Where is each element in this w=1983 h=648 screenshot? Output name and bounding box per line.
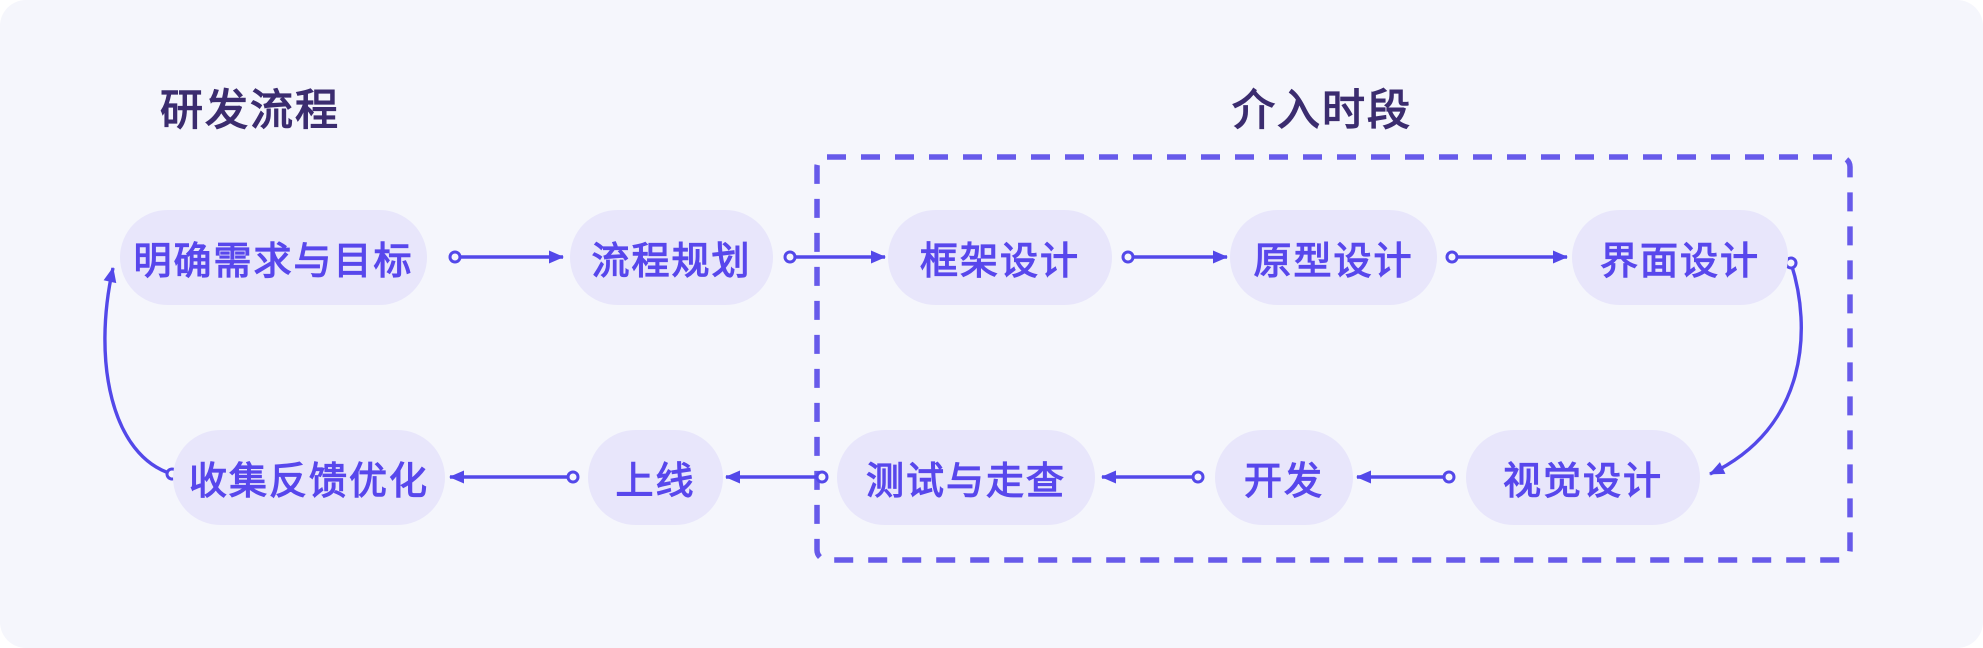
node-testing-review: 测试与走查 xyxy=(837,430,1095,525)
left-section-title: 研发流程 xyxy=(160,87,340,135)
node-ui-design: 界面设计 xyxy=(1572,210,1788,305)
node-feedback-optimization: 收集反馈优化 xyxy=(173,430,445,525)
node-clarify-goals: 明确需求与目标 xyxy=(120,210,427,305)
node-launch: 上线 xyxy=(588,430,723,525)
node-prototype-design: 原型设计 xyxy=(1230,210,1437,305)
node-process-planning: 流程规划 xyxy=(570,210,773,305)
node-visual-design: 视觉设计 xyxy=(1466,430,1700,525)
right-section-title: 介入时段 xyxy=(1232,87,1412,135)
node-framework-design: 框架设计 xyxy=(888,210,1112,305)
node-development: 开发 xyxy=(1215,430,1353,525)
